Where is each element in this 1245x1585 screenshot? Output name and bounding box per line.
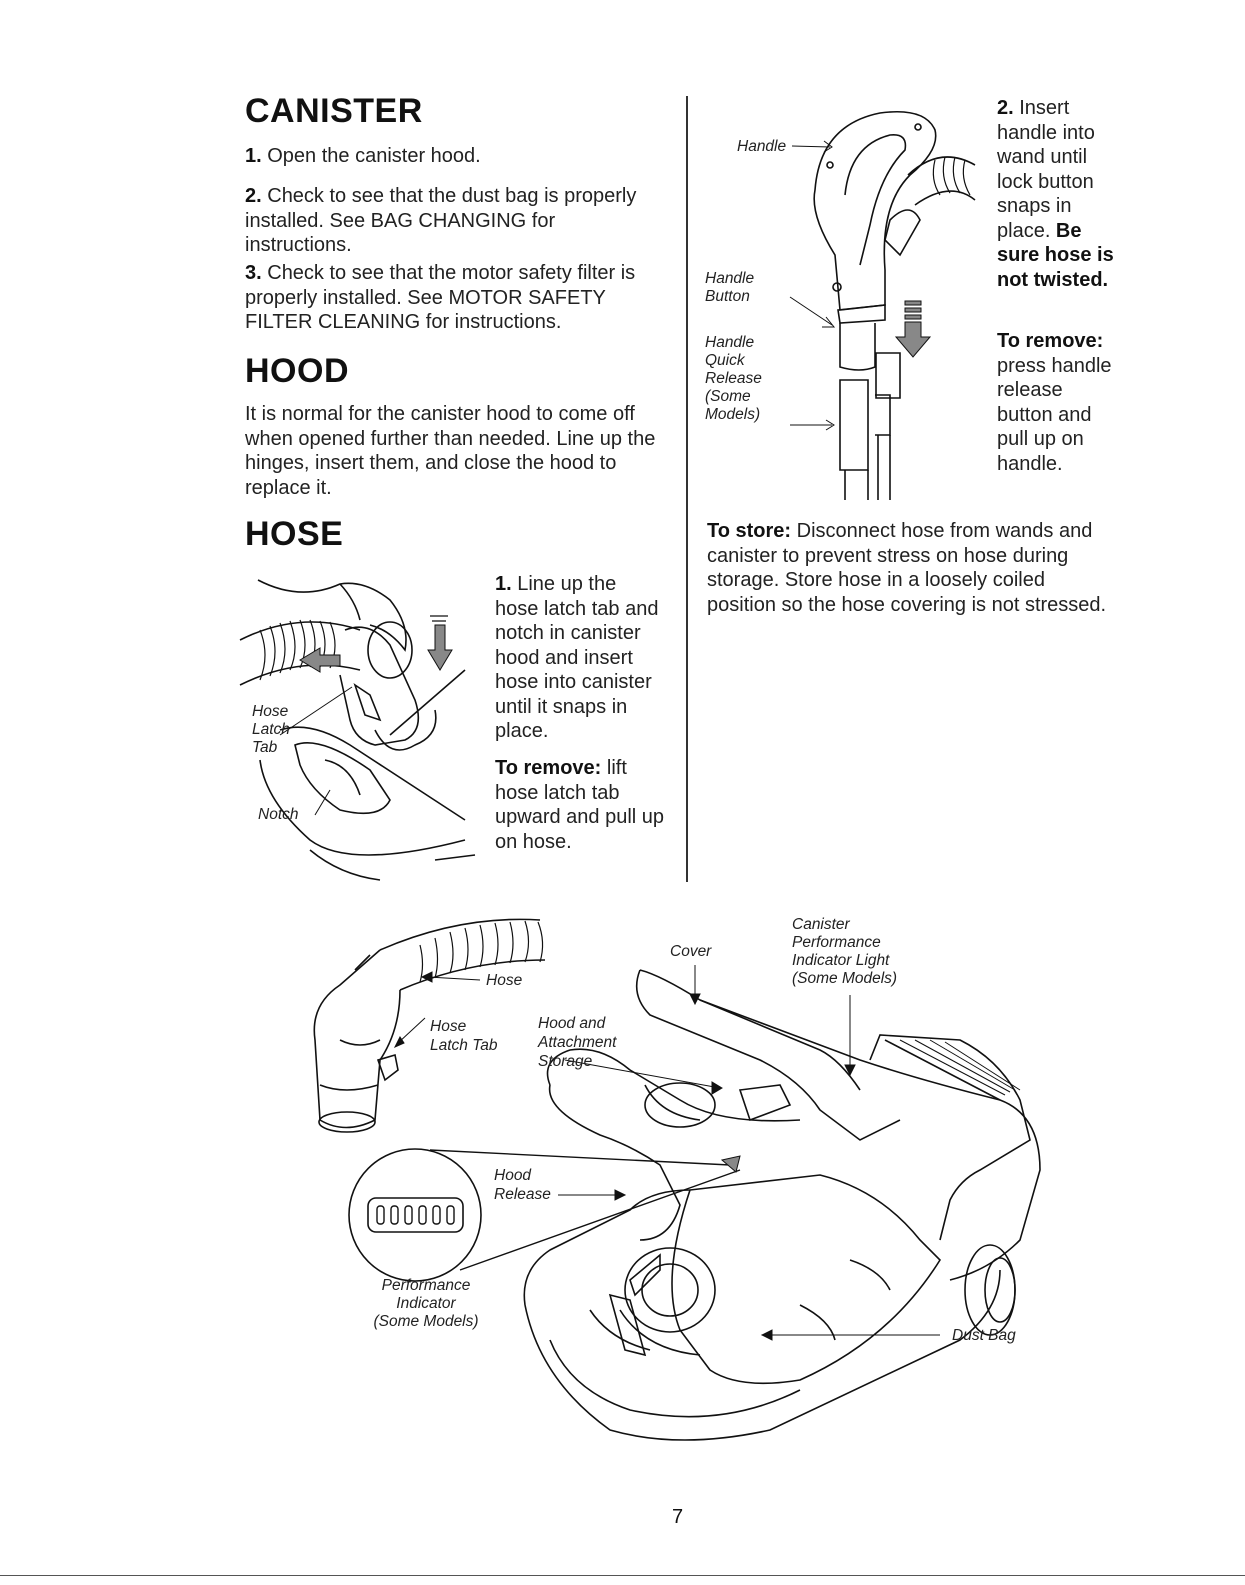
column-divider bbox=[686, 96, 688, 882]
diagram-label-performance-indicator: Performance Indicator (Some Models) bbox=[373, 1277, 479, 1330]
handle-wand-illustration bbox=[790, 105, 980, 500]
page-number: 7 bbox=[672, 1506, 684, 1528]
diagram-label-hood-storage: Hood and Attachment Storage bbox=[538, 1015, 617, 1070]
diagram-label-hose: Hose bbox=[486, 972, 523, 989]
hood-title: HOOD bbox=[245, 352, 349, 390]
diagram-label-indicator-light: Canister Performance Indicator Light (So… bbox=[792, 916, 898, 987]
diagram-label-hood-release: Hood Release bbox=[494, 1167, 551, 1203]
canister-title: CANISTER bbox=[245, 92, 423, 130]
label-handle: Handle bbox=[737, 138, 787, 155]
canister-step-1: 1. Open the canister hood. bbox=[245, 145, 481, 167]
canister-vacuum-illustration bbox=[300, 910, 1070, 1450]
label-handle-button: Handle Button bbox=[705, 270, 755, 305]
handle-remove: To remove: press handle release button a… bbox=[997, 330, 1112, 475]
hose-insert-illustration bbox=[240, 570, 485, 880]
hose-title: HOSE bbox=[245, 515, 344, 553]
label-hose-latch-tab: Hose Latch Tab bbox=[252, 703, 290, 756]
diagram-label-dust-bag: Dust Bag bbox=[952, 1327, 1016, 1344]
bottom-rule bbox=[0, 1575, 1245, 1576]
handle-step-2: 2. Insert handle into wand until lock bu… bbox=[997, 97, 1114, 291]
label-handle-quick-release: Handle Quick Release (Some Models) bbox=[705, 334, 762, 423]
diagram-label-cover: Cover bbox=[670, 943, 712, 960]
hose-step-1: 1. Line up the hose latch tab and notch … bbox=[495, 573, 659, 742]
canister-step-2: 2. Check to see that the dust bag is pro… bbox=[245, 185, 637, 256]
label-notch: Notch bbox=[258, 806, 299, 823]
store-text: To store: Disconnect hose from wands and… bbox=[707, 520, 1107, 616]
hood-text: It is normal for the canister hood to co… bbox=[245, 403, 656, 499]
canister-step-3: 3. Check to see that the motor safety fi… bbox=[245, 262, 636, 333]
diagram-label-hose-latch-tab: Hose Latch Tab bbox=[430, 1018, 498, 1054]
hose-remove: To remove: lift hose latch tab upward an… bbox=[495, 757, 665, 853]
